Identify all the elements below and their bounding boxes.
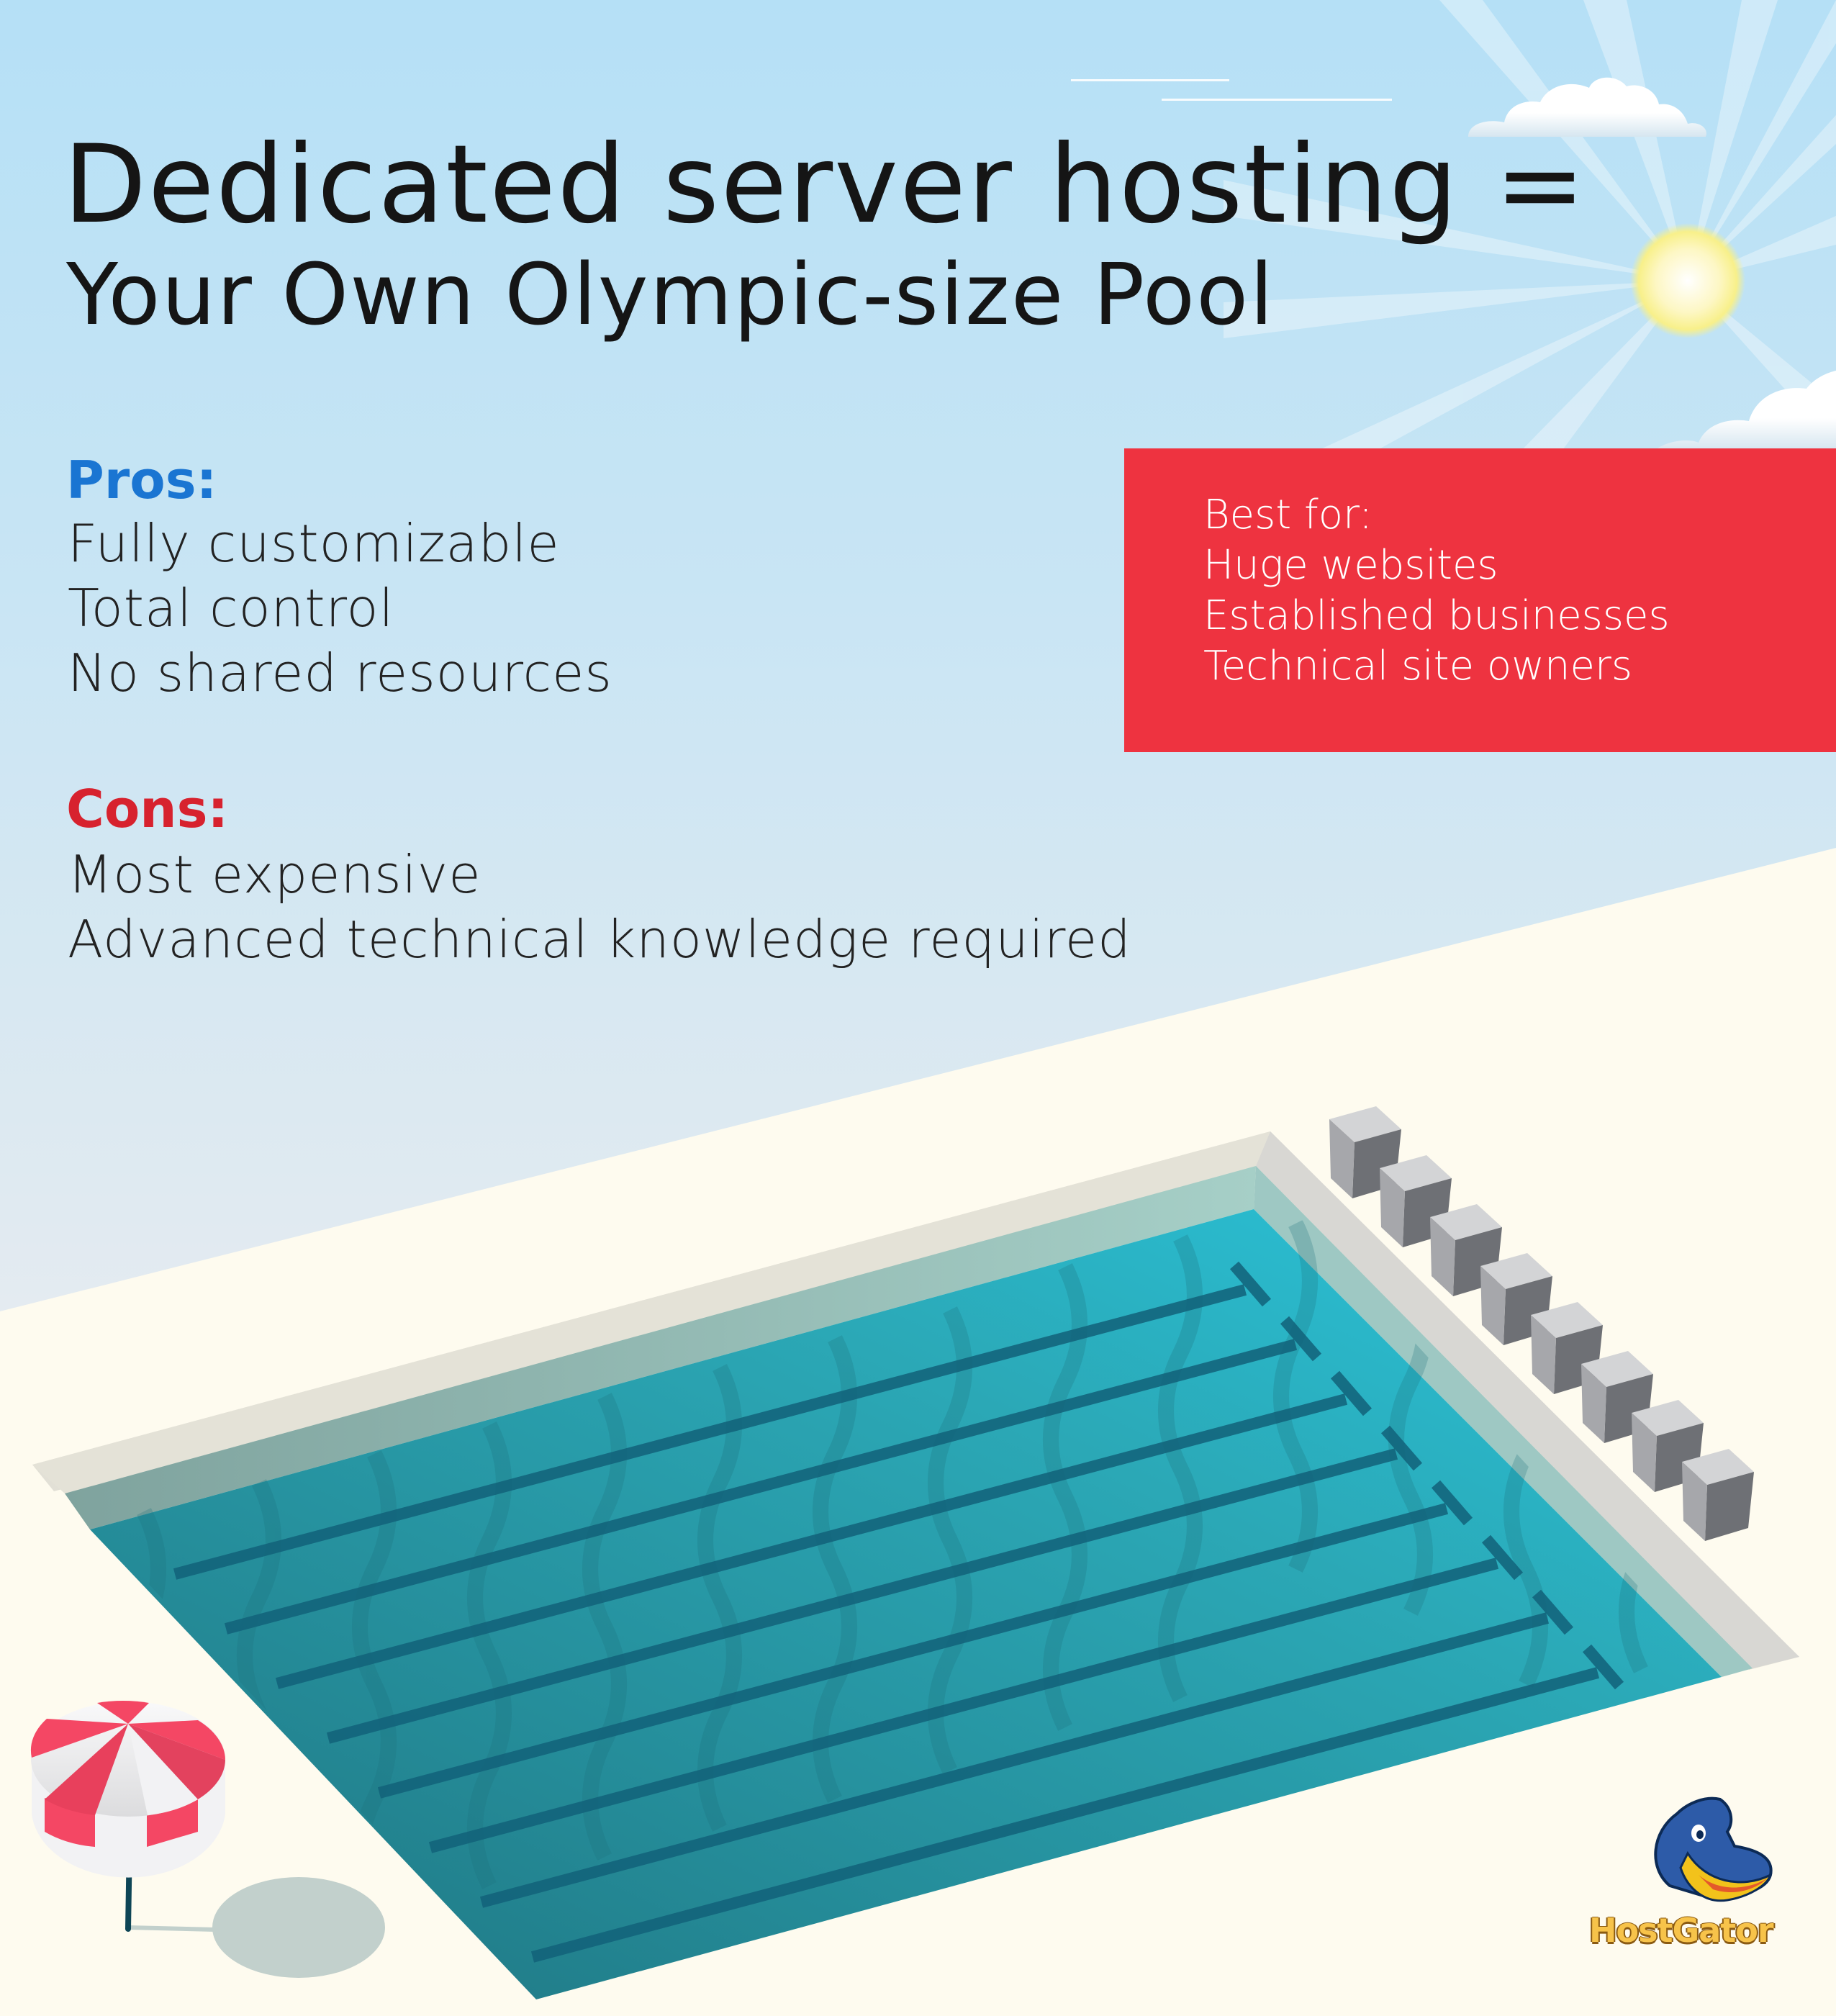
cons-item: Most expensive xyxy=(68,844,481,905)
starting-block-icon xyxy=(1329,1106,1401,1198)
gator-mascot-icon xyxy=(1654,1796,1773,1902)
starting-block-icon xyxy=(1480,1253,1552,1345)
pool-inner-wall-top xyxy=(65,1166,1256,1529)
pool-deck-left xyxy=(32,1131,1270,1493)
best-for-item: Established businesses xyxy=(1203,592,1670,639)
starting-blocks xyxy=(1329,1106,1754,1541)
lane-lines xyxy=(173,1284,1600,1963)
pros-heading: Pros: xyxy=(66,450,217,510)
hostgator-logo-text: HostGator xyxy=(1589,1911,1774,1950)
starting-block-icon xyxy=(1632,1400,1704,1492)
pool-inner-wall-right xyxy=(1254,1166,1753,1677)
cloud-icon xyxy=(1468,77,1706,137)
cons-list: Most expensive Advanced technical knowle… xyxy=(68,842,1131,972)
pool-deck-right xyxy=(1256,1131,1799,1668)
best-for-box: Best for: Huge websites Established busi… xyxy=(1124,448,1836,752)
lane-end-marks xyxy=(1229,1261,1624,1690)
pros-item: No shared resources xyxy=(68,643,612,703)
pros-item: Fully customizable xyxy=(68,513,560,574)
best-for-item: Huge websites xyxy=(1203,542,1498,589)
decor-line xyxy=(1071,79,1229,81)
starting-block-icon xyxy=(1682,1449,1754,1541)
best-for-list: Huge websites Established businesses Tec… xyxy=(1203,541,1670,692)
cons-item: Advanced technical knowledge required xyxy=(68,909,1131,969)
cons-heading: Cons: xyxy=(66,779,229,839)
pros-list: Fully customizable Total control No shar… xyxy=(68,511,612,705)
umbrella-shadow xyxy=(212,1877,385,1978)
cloud-icon xyxy=(1655,371,1836,450)
page-title: Dedicated server hosting = xyxy=(63,122,1587,248)
best-for-item: Technical site owners xyxy=(1203,643,1633,690)
umbrella-icon xyxy=(30,1701,385,1978)
pros-item: Total control xyxy=(68,578,394,638)
sun-icon xyxy=(1630,223,1745,338)
best-for-heading: Best for: xyxy=(1203,492,1373,538)
page-subtitle: Your Own Olympic-size Pool xyxy=(66,245,1275,344)
decor-line xyxy=(1162,99,1392,101)
